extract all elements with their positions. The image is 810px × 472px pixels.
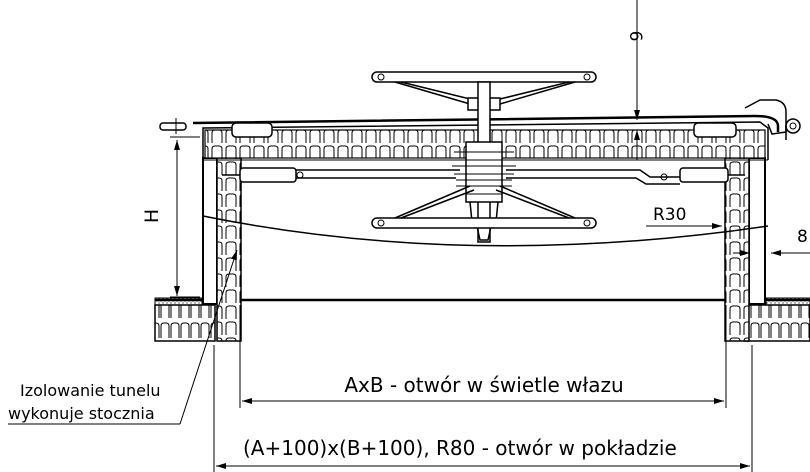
dim-radius-label: R30 <box>653 205 686 225</box>
dim-thickness-label: 6 <box>625 31 645 42</box>
dim-deck-opening <box>213 345 753 472</box>
dim-height <box>170 136 200 298</box>
dim-height-label: H <box>141 209 163 223</box>
deck <box>154 297 810 342</box>
deck-opening-label: (A+100)x(B+100), R80 - otwór w pokładzie <box>243 436 677 460</box>
seal-curve <box>202 215 769 247</box>
locking-rods <box>222 167 745 185</box>
spindle <box>452 81 516 243</box>
dim-clear-opening <box>239 305 727 408</box>
insulation-leader <box>8 249 238 425</box>
clear-opening-label: AxB - otwór w świetle włazu <box>344 373 623 397</box>
dim-side-label: 8 <box>797 227 808 247</box>
insulation-note-line1: Izolowanie tunelu <box>20 381 161 400</box>
insulation-note-line2: wykonuje stocznia <box>8 404 155 423</box>
handwheel-bottom <box>371 185 597 229</box>
